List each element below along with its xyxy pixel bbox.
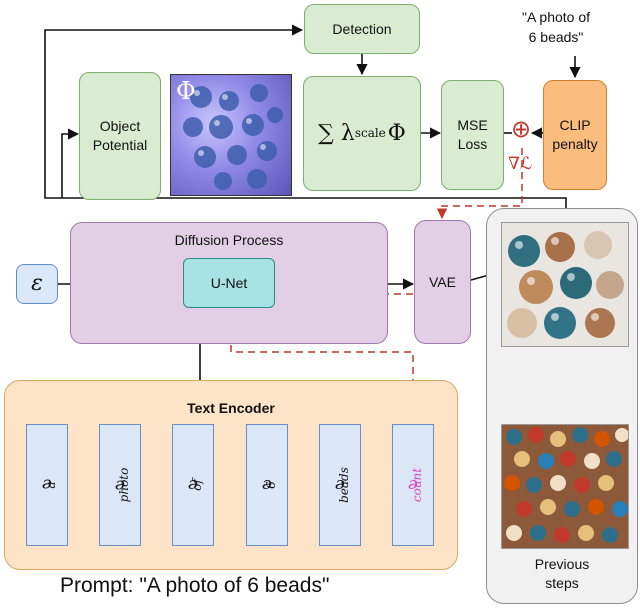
current-step-image [501, 222, 629, 347]
detection-node: Detection [304, 4, 420, 54]
sum-phi: Φ [387, 120, 406, 146]
gradient-label: ∇ℒ [508, 154, 533, 174]
sum-subscript: scale [354, 126, 386, 141]
epsilon-label: ε [31, 271, 43, 297]
clip-penalty-node: CLIP penalty [543, 80, 607, 190]
unet-label: U-Net [210, 274, 248, 291]
gradient-down-line [436, 148, 523, 220]
bead-cluster-graphic [183, 84, 283, 190]
text-encoder-container: Text Encoder [4, 380, 458, 570]
clip-caption: "A photo of 6 beads" [522, 9, 591, 45]
generated-beads-graphic [507, 231, 624, 339]
loop-to-detection-arrow [44, 24, 567, 208]
previous-step-image [501, 424, 629, 549]
previous-steps-label: Previous steps [534, 556, 590, 592]
loop-to-object-potential-arrow [61, 128, 80, 198]
phi-potential-image: Φ [170, 74, 292, 196]
sum-formula: ∑ λ [318, 120, 355, 146]
prompt-caption: Prompt: "A photo of 6 beads" [60, 574, 330, 597]
noisy-beads-graphic [504, 427, 628, 543]
object-potential-label: Object Potential [92, 118, 148, 153]
diffusion-process-label: Diffusion Process [174, 232, 284, 248]
oplus-symbol: ⊕ [511, 116, 532, 143]
weighted-sum-node: ∑ λ scale Φ [303, 76, 421, 191]
phi-symbol: Φ [176, 77, 196, 105]
object-potential-node: Object Potential [79, 72, 161, 200]
vae-node: VAE [414, 220, 471, 344]
vae-label: VAE [429, 273, 456, 290]
detection-label: Detection [332, 20, 392, 37]
text-encoder-label: Text Encoder [187, 400, 275, 416]
unet-node: U-Net [183, 258, 275, 308]
clip-penalty-label: CLIP penalty [552, 117, 598, 152]
mse-loss-node: MSE Loss [441, 80, 504, 190]
mse-loss-label: MSE Loss [457, 117, 488, 152]
noise-epsilon-node: ε [16, 264, 58, 304]
